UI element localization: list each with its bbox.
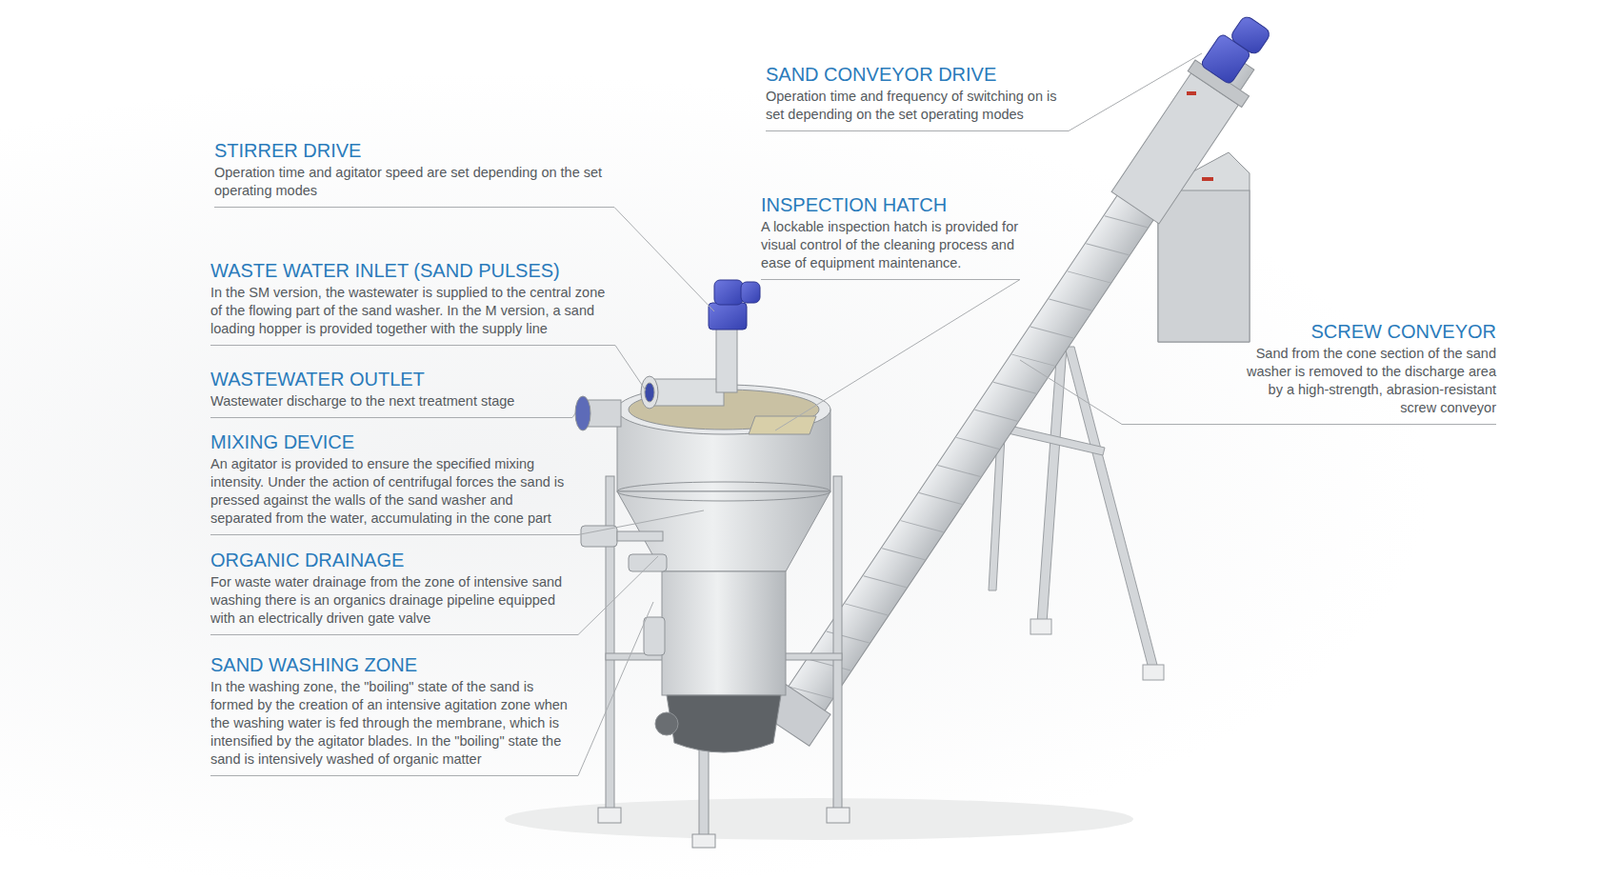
leader-line	[578, 601, 654, 777]
leader-line	[775, 280, 1020, 432]
callout-heading: STIRRER DRIVE	[214, 139, 615, 162]
callout-heading: SCREW CONVEYOR	[1121, 320, 1497, 343]
callout: MIXING DEVICEAn agitator is provided to …	[210, 430, 579, 536]
callout-text: Wastewater discharge to the next treatme…	[210, 392, 573, 411]
callout-text: A lockable inspection hatch is provided …	[760, 218, 1020, 273]
callout: SAND WASHING ZONEIn the washing zone, th…	[210, 653, 579, 777]
callout-text: Operation time and frequency of switchin…	[765, 87, 1069, 124]
callout-heading: SAND WASHING ZONE	[210, 653, 579, 677]
callout: STIRRER DRIVEOperation time and agitator…	[214, 139, 615, 208]
leader-line	[578, 510, 704, 536]
callout-text: Sand from the cone section of the sand w…	[1239, 344, 1497, 418]
callout: INSPECTION HATCHA lockable inspection ha…	[760, 193, 1020, 280]
callout-heading: WASTEWATER OUTLET	[210, 367, 573, 391]
callout: ORGANIC DRAINAGEFor waste water drainage…	[210, 548, 579, 636]
callout: WASTE WATER INLET (SAND PULSES)In the SM…	[210, 259, 616, 346]
callout-heading: INSPECTION HATCH	[760, 193, 1020, 217]
callout-heading: WASTE WATER INLET (SAND PULSES)	[210, 259, 616, 282]
callout-heading: SAND CONVEYOR DRIVE	[765, 62, 1069, 86]
callout-text: Operation time and agitator speed are se…	[214, 163, 615, 200]
callout-text: In the washing zone, the "boiling" state…	[210, 678, 579, 769]
callout-text: An agitator is provided to ensure the sp…	[210, 455, 579, 528]
leader-line	[615, 345, 646, 392]
leader-line	[572, 413, 576, 419]
callout: SCREW CONVEYORSand from the cone section…	[1121, 320, 1497, 425]
callout-text: In the SM version, the wastewater is sup…	[210, 283, 616, 339]
callout-heading: ORGANIC DRAINAGE	[210, 548, 579, 572]
leader-line	[614, 207, 715, 313]
callout: SAND CONVEYOR DRIVEOperation time and fr…	[765, 62, 1069, 132]
leader-line	[578, 556, 659, 636]
leader-line	[1068, 53, 1202, 132]
callout-heading: MIXING DEVICE	[210, 430, 579, 454]
leader-line	[1020, 360, 1122, 425]
callout: WASTEWATER OUTLETWastewater discharge to…	[210, 367, 573, 419]
callout-text: For waste water drainage from the zone o…	[210, 573, 579, 628]
